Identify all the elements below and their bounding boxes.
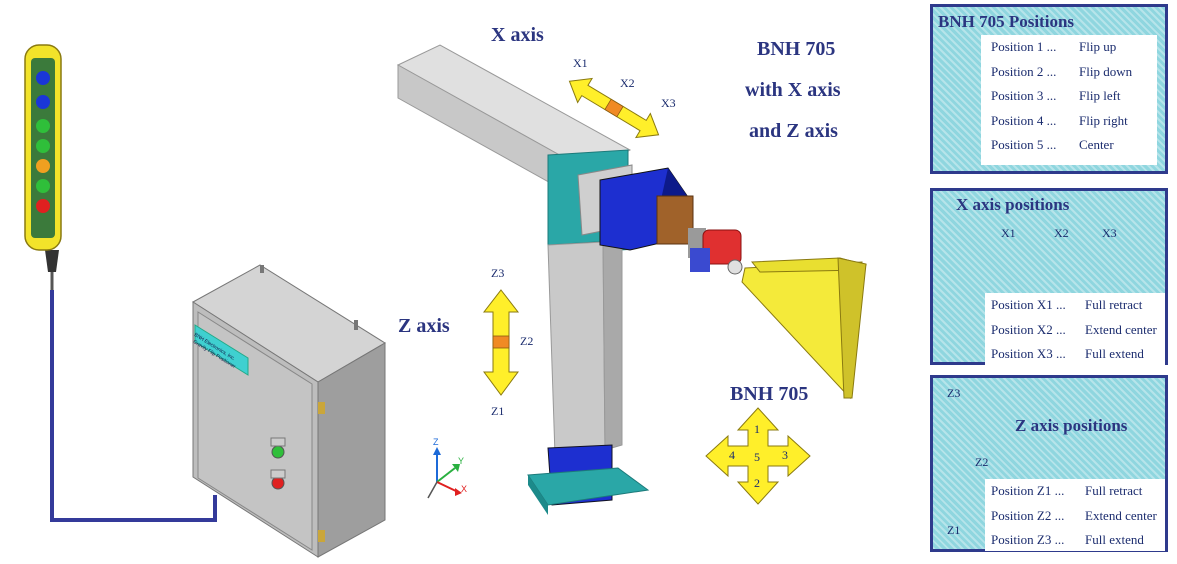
bnh-position-row: Position 5 ...Center: [991, 137, 1114, 152]
z-arrow-label-z1: Z1: [491, 404, 505, 418]
cross-number-4: 4: [729, 448, 735, 462]
cross-number-1: 1: [754, 422, 760, 436]
bnh-positions-list: Position 1 ...Flip up Position 2 ...Flip…: [981, 35, 1157, 165]
bnh-705-label: BNH 705: [730, 383, 809, 405]
coord-label-x: X: [461, 484, 468, 494]
x-axis-positions-list: Position X1 ...Full retract Position X2 …: [985, 293, 1165, 365]
pendant-button: [36, 179, 50, 193]
pendant-button: [36, 159, 50, 173]
x-axis-positions-panel: X axis positions X1 X2 X3 Position X1 ..…: [930, 188, 1168, 365]
pendant-button: [36, 119, 50, 133]
control-cable: [50, 290, 217, 522]
z-panel-label-z2: Z2: [975, 455, 989, 469]
x-axis-positions-title: X axis positions: [956, 195, 1070, 214]
z-position-row: Position Z2 ...Extend center: [991, 507, 1157, 523]
pendant-button: [36, 139, 50, 153]
bnh-positions-title: BNH 705 Positions: [938, 12, 1075, 31]
pendant-controller: [24, 44, 62, 290]
x-arrow-label-x2: X2: [620, 76, 635, 90]
x-panel-label-x1: X1: [1001, 226, 1016, 240]
z-axis-positions-list: Position Z1 ...Full retract Position Z2 …: [985, 479, 1165, 551]
bnh-position-row: Position 2 ...Flip down: [991, 63, 1133, 79]
x-position-row: Position X3 ...Full extend: [991, 346, 1144, 361]
cross-number-2: 2: [754, 476, 760, 490]
x-arrow-label-x3: X3: [661, 96, 676, 110]
z-position-row: Position Z3 ...Full extend: [991, 532, 1144, 547]
x-axis-title: X axis: [491, 24, 544, 46]
x-position-row: Position X1 ...Full retract: [991, 297, 1143, 312]
z-panel-label-z3: Z3: [947, 386, 961, 400]
pendant-button: [36, 71, 50, 85]
coord-label-z: Z: [433, 437, 439, 447]
diagram-title-line-3: and Z axis: [749, 120, 838, 142]
z-position-row: Position Z1 ...Full retract: [991, 483, 1143, 498]
z-axis-positions-title: Z axis positions: [1015, 416, 1128, 435]
bnh-positions-panel: BNH 705 Positions Position 1 ...Flip up …: [930, 4, 1168, 174]
z-arrow-label-z2: Z2: [520, 334, 534, 348]
robot-positioner: [396, 44, 867, 515]
bnh-position-row: Position 3 ...Flip left: [991, 88, 1121, 103]
x-axis-arrow: [568, 77, 660, 139]
diagram-title-line-1: BNH 705: [757, 38, 836, 60]
bnh-position-row: Position 4 ...Flip right: [991, 112, 1128, 128]
x-position-row: Position X2 ...Extend center: [991, 321, 1157, 337]
pendant-button: [36, 95, 50, 109]
x-panel-label-x3: X3: [1102, 226, 1117, 240]
cross-number-3: 3: [782, 448, 788, 462]
coord-label-y: Y: [458, 456, 465, 466]
cross-number-5: 5: [754, 450, 760, 464]
pendant-button: [36, 199, 50, 213]
z-axis-title: Z axis: [398, 315, 450, 337]
z-arrow-label-z3: Z3: [491, 266, 505, 280]
x-arrow-label-x1: X1: [573, 56, 588, 70]
z-axis-positions-panel: Z3 Z axis positions Z2 Z1 Position Z1 ..…: [930, 375, 1168, 552]
bnh-cross-arrow: [705, 407, 811, 505]
x-panel-label-x2: X2: [1054, 226, 1069, 240]
diagram-title-line-2: with X axis: [745, 79, 841, 101]
coordinate-triad: [427, 447, 462, 499]
control-cabinet: [192, 264, 386, 558]
z-axis-arrow: [482, 289, 520, 396]
bnh-position-row: Position 1 ...Flip up: [991, 39, 1117, 54]
z-panel-label-z1: Z1: [947, 523, 961, 537]
